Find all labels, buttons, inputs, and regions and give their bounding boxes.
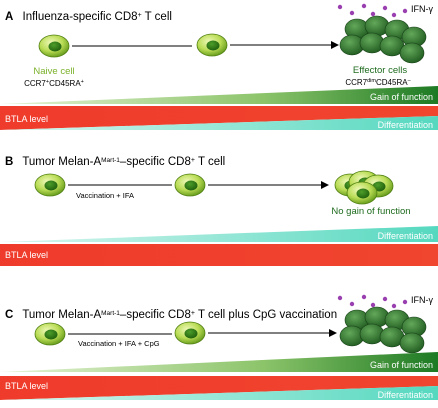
effector-cells — [339, 15, 427, 64]
differentiation-ramp — [0, 226, 438, 242]
intermediate-cell — [174, 173, 206, 197]
no-gain-label: No gain of function — [331, 206, 410, 217]
ifn-label: IFN-γ — [411, 4, 433, 14]
gain-label: Gain of function — [370, 92, 433, 102]
naive-phenotype: CCR7 — [24, 79, 46, 88]
panel-title: Tumor Melan-A — [22, 309, 101, 321]
ifn-label: IFN-γ — [411, 295, 433, 305]
svg-text:C Tumor Melan-AMart-1–sp: C Tumor Melan-AMart-1–specific CD8+ T ce… — [5, 309, 337, 321]
btla-bar — [0, 106, 438, 130]
gain-of-function-ramp — [0, 86, 438, 104]
svg-text:CCR7+CD45RA+: CCR7+CD45RA+ — [24, 79, 84, 88]
arrow-label: Vaccination + IFA + CpG — [78, 339, 160, 348]
svg-text:CCR7dimCD45RA–: CCR7dimCD45RA– — [345, 78, 411, 87]
intermediate-cell — [174, 321, 206, 345]
differentiation-ramp — [0, 386, 438, 400]
panel-title-rest: T cell — [142, 11, 172, 23]
arrow-label: Vaccination + IFA — [76, 191, 134, 200]
panel-letter: C — [5, 309, 13, 321]
btla-label: BTLA level — [5, 250, 48, 260]
ifn-dots — [337, 3, 408, 18]
svg-text:A Influenza-specific CD8: A Influenza-specific CD8+ T cell — [5, 11, 172, 23]
panel-c: C Tumor Melan-AMart-1–specific CD8+ T ce… — [0, 294, 438, 400]
differentiation-label: Differentiation — [378, 120, 433, 130]
gain-of-function-ramp — [0, 352, 438, 372]
panel-letter: B — [5, 156, 13, 168]
effector-phenotype: CCR7 — [345, 78, 367, 87]
panel-title: Influenza-specific CD8 — [23, 11, 138, 23]
differentiation-ramp — [0, 116, 438, 130]
panel-letter: A — [5, 11, 13, 23]
naive-label: Naive cell — [33, 66, 74, 77]
differentiation-label: Differentiation — [378, 231, 433, 241]
effector-cells — [339, 306, 427, 354]
panel-a: A Influenza-specific CD8+ T cell IFN-γ — [0, 3, 438, 130]
btla-label: BTLA level — [5, 381, 48, 391]
btla-label: BTLA level — [5, 114, 48, 124]
svg-text:B Tumor Melan-AMart-1–sp: B Tumor Melan-AMart-1–specific CD8+ T ce… — [5, 156, 225, 168]
effector-label: Effector cells — [353, 65, 407, 76]
tumor-specific-cell — [34, 173, 66, 197]
non-functional-cells — [334, 170, 394, 205]
naive-cell — [38, 34, 70, 58]
intermediate-cell — [196, 33, 228, 57]
btla-bar — [0, 244, 438, 266]
gain-label: Gain of function — [370, 360, 433, 370]
panel-title: Tumor Melan-A — [22, 156, 101, 168]
tumor-specific-cell — [34, 322, 66, 346]
btla-bar — [0, 376, 438, 400]
differentiation-label: Differentiation — [378, 390, 433, 400]
panel-b: B Tumor Melan-AMart-1–specific CD8+ T ce… — [0, 156, 438, 266]
ifn-dots — [337, 294, 408, 309]
title-superscript: + — [138, 12, 142, 19]
